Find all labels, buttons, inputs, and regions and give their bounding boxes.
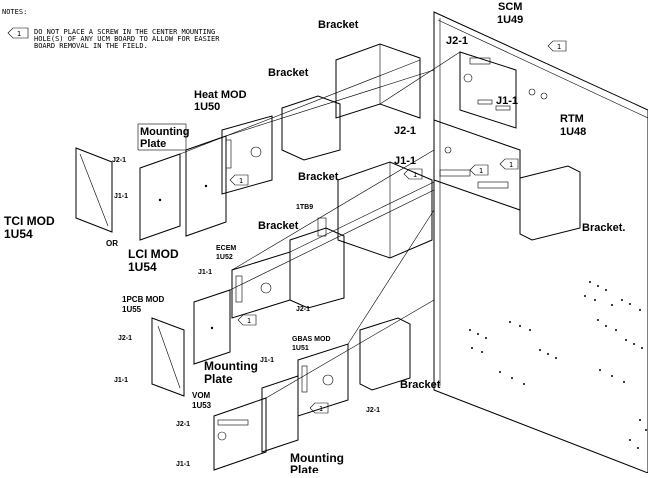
- mounting-plate-1-line1: Mounting: [140, 126, 189, 138]
- bracket-bottom: [359, 317, 411, 391]
- bracket-right: [519, 165, 581, 241]
- bracket-top: [335, 43, 421, 119]
- note-flags: 1 1 1 1 1 1 1: [229, 40, 567, 414]
- lci-mod-id: 1U54: [128, 260, 157, 274]
- svg-text:1: 1: [509, 161, 513, 169]
- pcb-mod-id: 1U55: [122, 305, 142, 314]
- svg-text:1: 1: [239, 177, 243, 185]
- connector-labels: J2-1 J1-1 J2-1 J1-1 J2-1 J1-1 J1-1 J2-1 …: [112, 35, 518, 468]
- heat-mod-board: [221, 115, 273, 195]
- or-label: OR: [106, 239, 118, 248]
- connector-j2-tci: J2-1: [112, 157, 126, 164]
- note-flag-3: 1: [403, 168, 423, 180]
- panel-hole-pattern: [469, 281, 647, 449]
- connector-j1-tci: J1-1: [114, 193, 128, 200]
- pcb-mod-board: [151, 317, 185, 397]
- note-flag-6: 1: [309, 402, 329, 414]
- scm-board: [459, 51, 517, 129]
- note-marker-flag: 1: [7, 27, 29, 39]
- leader-lines: [179, 51, 461, 399]
- connector-j1-gbas: J1-1: [260, 357, 274, 364]
- main-panel: [433, 11, 648, 474]
- note-flag-2: 1: [229, 174, 249, 186]
- heat-mod-plate: [185, 135, 227, 237]
- pcb-mod-plate: [193, 289, 231, 365]
- note-line-3: BOARD REMOVAL IN THE FIELD.: [34, 42, 148, 50]
- connector-j1-pcb: J1-1: [114, 377, 128, 384]
- tci-mod-name: TCI MOD: [4, 214, 55, 228]
- bracket-ecem: [289, 227, 345, 309]
- connector-j2-ecem: J2-1: [296, 306, 310, 313]
- bracket-label-2: Bracket: [268, 67, 309, 79]
- note-flag-5: 1: [237, 314, 257, 326]
- mounting-plate-3-line2: Plate: [290, 463, 319, 473]
- svg-text:1: 1: [479, 167, 483, 175]
- note-line-2: HOLE(S) OF ANY UCM BOARD TO ALLOW FOR EA…: [34, 35, 220, 43]
- tb9-label: 1TB9: [296, 204, 313, 211]
- mounting-plate-3-line1: Mounting: [290, 451, 344, 465]
- bracket-label-4: Bracket: [258, 220, 299, 232]
- connector-j1-ecem: J1-1: [198, 269, 212, 276]
- connector-j1-vom: J1-1: [176, 461, 190, 468]
- lci-mod-name: LCI MOD: [128, 247, 179, 261]
- vom-id: 1U53: [192, 401, 212, 410]
- gbas-mod-id: 1U51: [292, 345, 309, 352]
- note-flag-4: 1: [469, 164, 489, 176]
- note-marker-label: 1: [17, 30, 21, 38]
- note-flag-7: 1: [499, 158, 519, 170]
- bracket-labels: Bracket Bracket Bracket Bracket Bracket.…: [258, 19, 625, 391]
- vom-board: [213, 397, 267, 471]
- tci-board: [75, 147, 113, 233]
- connector-j2-gbas: J2-1: [366, 407, 380, 414]
- pcb-mod-name: 1PCB MOD: [122, 295, 164, 304]
- mounting-plate-2-line1: Mounting: [204, 359, 258, 373]
- heat-mod-name: Heat MOD: [194, 89, 247, 101]
- note-flag-1: 1: [547, 40, 567, 52]
- connector-j1-scm: J1-1: [496, 95, 518, 107]
- connector-j2-scm: J2-1: [446, 35, 468, 47]
- tb9-terminal: [317, 217, 327, 237]
- ecem-name: ECEM: [216, 245, 236, 252]
- mounting-plate-2-line2: Plate: [204, 372, 233, 386]
- svg-text:1: 1: [557, 43, 561, 51]
- bracket-label-5: Bracket.: [582, 222, 625, 234]
- lci-board: [139, 153, 181, 241]
- bracket-mid: [337, 161, 433, 259]
- connector-j1-rtm: J1-1: [394, 155, 416, 167]
- scm-name: SCM: [498, 1, 522, 13]
- bracket-label-6: Bracket: [400, 379, 441, 391]
- scm-id: 1U49: [497, 14, 523, 26]
- rtm-id: 1U48: [560, 126, 586, 138]
- vom-plate: [261, 375, 299, 453]
- ecem-board: [231, 251, 291, 319]
- svg-text:1: 1: [319, 405, 323, 413]
- connector-j2-vom: J2-1: [176, 421, 190, 428]
- bracket-heat: [281, 95, 341, 161]
- svg-text:1: 1: [247, 317, 251, 325]
- rtm-name: RTM: [560, 113, 584, 125]
- connector-j2-rtm: J2-1: [394, 125, 416, 137]
- heat-mod-id: 1U50: [194, 101, 220, 113]
- note-line-1: DO NOT PLACE A SCREW IN THE CENTER MOUNT…: [34, 28, 215, 36]
- bracket-label-3: Bracket: [298, 171, 339, 183]
- mounting-plate-labels: Mounting Plate Mounting Plate Mounting P…: [137, 123, 344, 477]
- vom-name: VOM: [192, 391, 211, 400]
- notes-block: NOTES: 1 DO NOT PLACE A SCREW IN THE CEN…: [2, 8, 220, 50]
- component-labels: SCM 1U49 RTM 1U48 Heat MOD 1U50 TCI MOD …: [4, 1, 586, 410]
- tci-mod-id: 1U54: [4, 227, 33, 241]
- svg-text:1: 1: [413, 171, 417, 179]
- notes-heading: NOTES:: [2, 8, 27, 16]
- connector-j2-pcb: J2-1: [118, 335, 132, 342]
- ecem-id: 1U52: [216, 254, 233, 261]
- mounting-plate-1-line2: Plate: [140, 138, 166, 150]
- gbas-mod-name: GBAS MOD: [292, 336, 331, 343]
- bracket-label-1: Bracket: [318, 19, 359, 31]
